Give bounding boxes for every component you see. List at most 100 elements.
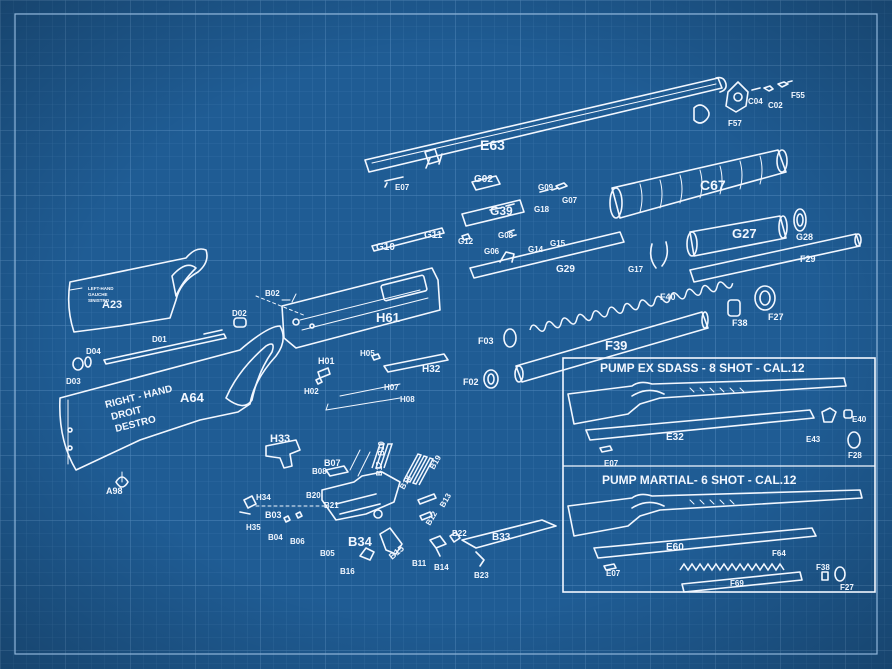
label-f29: F29 (800, 254, 816, 264)
label-f28: F28 (848, 451, 862, 460)
label-g15: G15 (550, 239, 566, 248)
label-f02: F02 (463, 377, 479, 387)
label-e07-v1: E07 (604, 459, 619, 468)
a23-imprint-line3: SINISTRO (88, 298, 110, 303)
label-c02: C02 (768, 101, 783, 110)
variant-box (562, 357, 876, 593)
label-e32: E32 (666, 432, 684, 443)
label-g06: G06 (484, 247, 500, 256)
forend-c67 (609, 149, 788, 219)
label-g10: G10 (376, 242, 395, 253)
label-d01: D01 (152, 335, 167, 344)
label-e07-top: E07 (395, 183, 410, 192)
label-b33: B33 (492, 532, 511, 543)
magazine-spring-f40 (529, 281, 734, 332)
label-b34: B34 (348, 534, 373, 549)
label-a23: A23 (102, 299, 122, 311)
label-g12: G12 (458, 237, 474, 246)
label-g08: G08 (498, 231, 514, 240)
label-h34: H34 (256, 493, 271, 502)
label-f39: F39 (605, 338, 627, 353)
h-parts (315, 353, 449, 411)
label-b16: B16 (340, 567, 355, 576)
label-e63: E63 (480, 137, 505, 153)
label-f57: F57 (728, 119, 742, 128)
label-f40: F40 (660, 292, 676, 302)
label-b07: B07 (324, 458, 341, 468)
label-b10: B10 (377, 441, 386, 456)
label-b03: B03 (265, 510, 282, 520)
label-h05: H05 (360, 349, 375, 358)
label-f03: F03 (478, 336, 494, 346)
label-h01: H01 (318, 356, 335, 366)
label-f27: F27 (768, 312, 784, 322)
label-b06: B06 (290, 537, 305, 546)
label-b11: B11 (412, 559, 427, 568)
tube-f39 (514, 311, 709, 383)
magazine-cap-g27 (686, 208, 807, 257)
variant-1-title: PUMP EX SDASS - 8 SHOT - CAL.12 (600, 361, 805, 375)
pin-e07-top (384, 176, 404, 188)
bolt-group (371, 175, 669, 279)
label-h08: H08 (400, 395, 415, 404)
label-h35: H35 (246, 523, 261, 532)
label-g07: G07 (562, 196, 578, 205)
label-d03: D03 (66, 377, 81, 386)
label-g14: G14 (528, 245, 544, 254)
label-b08: B08 (312, 467, 327, 476)
label-f69: F69 (730, 579, 744, 588)
label-b14: B14 (434, 563, 449, 572)
label-g39: G39 (490, 204, 513, 218)
label-h07: H07 (384, 383, 399, 392)
rings-f03-f02 (483, 328, 517, 389)
variant-1-gun (567, 377, 861, 453)
barrel-e63 (364, 76, 727, 173)
label-b04: B04 (268, 533, 283, 542)
label-g02: G02 (474, 174, 493, 185)
label-g29: G29 (556, 264, 575, 275)
label-h61: H61 (376, 310, 400, 325)
label-h33: H33 (270, 433, 290, 445)
stock-a64 (59, 325, 284, 488)
label-d04: D04 (86, 347, 101, 356)
label-h02: H02 (304, 387, 319, 396)
label-b02: B02 (265, 289, 280, 298)
barrel-end-parts (693, 80, 793, 124)
label-d02: D02 (232, 309, 247, 318)
follower-f38-cap-f27 (727, 285, 776, 317)
label-f38-v2: F38 (816, 563, 830, 572)
label-b20: B20 (306, 491, 321, 500)
label-e40: E40 (852, 415, 867, 424)
label-c67: C67 (700, 177, 726, 193)
label-g17: G17 (628, 265, 644, 274)
label-h32: H32 (422, 364, 441, 375)
variant-2-gun (567, 489, 863, 593)
buttstock-a23 (67, 248, 208, 333)
d-parts (72, 317, 247, 371)
a23-imprint-line1: LEFT-HAND (88, 286, 114, 291)
label-b22: B22 (452, 529, 467, 538)
label-a98: A98 (106, 486, 123, 496)
label-f64: F64 (772, 549, 786, 558)
label-b12-top: B12 (375, 461, 384, 476)
trigger-group (239, 439, 557, 567)
label-g27: G27 (732, 226, 757, 241)
a23-imprint-line2: GAUCHE (88, 292, 108, 297)
label-b23: B23 (474, 571, 489, 580)
label-e60: E60 (666, 542, 684, 553)
label-c04: C04 (748, 97, 763, 106)
label-f27-v2: F27 (840, 583, 854, 592)
label-f55: F55 (791, 91, 805, 100)
label-e43: E43 (806, 435, 821, 444)
label-g18: G18 (534, 205, 550, 214)
blueprint-frame (14, 13, 878, 655)
label-b05: B05 (320, 549, 335, 558)
label-e07-v2: E07 (606, 569, 621, 578)
label-g09: G09 (538, 183, 554, 192)
label-g28: G28 (796, 232, 813, 242)
label-f38: F38 (732, 318, 748, 328)
variant-2-title: PUMP MARTIAL- 6 SHOT - CAL.12 (602, 473, 797, 487)
label-b21: B21 (324, 501, 339, 510)
